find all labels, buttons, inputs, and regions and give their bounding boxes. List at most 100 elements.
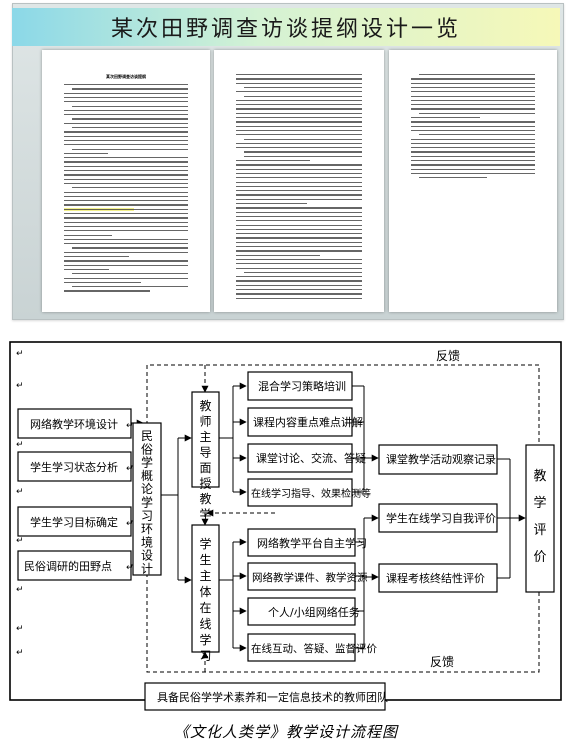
text-line (236, 108, 362, 110)
text-line (236, 117, 362, 119)
svg-text:课堂讨论、交流、答疑: 课堂讨论、交流、答疑 (256, 451, 366, 465)
teacher-led-label: 教师主导面授教学 (199, 398, 211, 522)
text-line (64, 114, 188, 116)
text-line (72, 127, 188, 129)
vertical-glyph: 学 (199, 536, 211, 551)
text-line (244, 271, 362, 274)
document-page-2 (214, 50, 384, 312)
text-line (64, 204, 188, 206)
text-line (64, 152, 109, 155)
vertical-glyph: 师 (199, 415, 211, 429)
text-line (244, 138, 362, 140)
input-box-2: 学生学习状态分析 (17, 451, 132, 482)
text-line (236, 246, 362, 248)
text-line (236, 267, 362, 269)
vertical-glyph: 境 (141, 534, 153, 549)
text-line (419, 112, 535, 114)
text-line (64, 178, 188, 180)
svg-text:↵: ↵ (16, 381, 24, 391)
text-line (64, 139, 188, 142)
vertical-glyph: 体 (199, 585, 211, 599)
evaluation-box-2: 学生在线学习自我评价 (378, 503, 498, 533)
text-line (72, 286, 188, 288)
text-line (411, 78, 535, 80)
text-line (236, 228, 362, 231)
text-line (236, 276, 362, 278)
vertical-glyph: 学 (199, 632, 211, 647)
text-line (236, 297, 362, 299)
text-line (236, 74, 362, 76)
text-line (236, 129, 362, 132)
vertical-glyph: 学 (141, 495, 153, 510)
svg-text:网络教学平台自主学习: 网络教学平台自主学习 (257, 536, 367, 550)
text-line (64, 238, 188, 241)
text-line (64, 243, 188, 245)
teacher-activity-3: 课堂讨论、交流、答疑 (247, 443, 366, 473)
text-line (64, 277, 188, 279)
vertical-glyph: 线 (199, 617, 211, 631)
teacher-activity-4: 在线学习指导、效果检测等 (247, 478, 371, 507)
student-led-label: 学生主体在线学习 (199, 536, 211, 663)
text-line (64, 101, 188, 103)
text-line (236, 134, 362, 136)
text-line (419, 177, 487, 179)
svg-text:学生学习目标确定: 学生学习目标确定 (30, 515, 118, 529)
text-line (64, 281, 142, 284)
teacher-led-box: 教师主导面授教学 (191, 391, 220, 522)
input-box-1: 网络教学环境设计 (17, 408, 132, 439)
evaluation-merge (497, 458, 526, 579)
vertical-glyph: 民 (141, 429, 153, 443)
text-line (64, 200, 188, 202)
vertical-glyph: 在 (199, 601, 211, 615)
teaching-design-flowchart: 反馈 反馈 网络教学环境设计 学生学习状态分析 学生学习目标确定 民俗调研的田野… (0, 330, 572, 722)
text-line (236, 82, 362, 84)
environment-design-label: 民俗学概论学习环境设计 (141, 429, 153, 576)
text-line (64, 264, 188, 266)
vertical-glyph: 俗 (141, 442, 153, 456)
text-line (411, 164, 535, 166)
text-line (72, 187, 188, 189)
text-line (64, 213, 188, 215)
svg-text:课程内容重点难点讲解: 课程内容重点难点讲解 (253, 415, 363, 429)
text-line (244, 86, 362, 89)
svg-text:↵: ↵ (126, 464, 134, 474)
text-line (64, 182, 188, 185)
document-page-title: 某次田野调查访谈提纲 (106, 74, 146, 79)
vertical-glyph: 设 (141, 549, 153, 563)
text-line (64, 84, 188, 86)
text-line (64, 144, 188, 146)
teacher-merge (352, 385, 379, 493)
text-line (72, 247, 188, 249)
text-line (72, 273, 188, 275)
text-line (411, 172, 535, 175)
vertical-glyph: 价 (533, 550, 546, 565)
vertical-glyph: 生 (199, 553, 211, 567)
text-line (236, 190, 362, 192)
text-line (72, 148, 188, 150)
feedback-label-top: 反馈 (436, 349, 460, 363)
text-line (411, 138, 535, 140)
text-line (236, 289, 362, 291)
text-line (236, 220, 362, 222)
text-line (64, 96, 188, 99)
text-line (411, 129, 535, 132)
text-line (244, 95, 362, 97)
student-activity-3: 个人/小组网络任务 (247, 597, 360, 626)
teacher-team-box: 具备民俗学学术素养和一定信息技术的教师团队 (144, 682, 388, 711)
text-line (64, 174, 188, 176)
text-line (236, 125, 362, 127)
vertical-glyph: 习 (141, 509, 153, 523)
vertical-glyph: 教 (199, 491, 211, 506)
text-line (236, 293, 362, 295)
text-line (411, 108, 535, 110)
banner-title: 某次田野调查访谈提纲设计一览 (110, 17, 461, 42)
text-line (64, 217, 188, 219)
text-line (411, 147, 535, 149)
svg-text:个人/小组网络任务: 个人/小组网络任务 (268, 605, 360, 619)
text-line (411, 142, 535, 145)
text-line (64, 122, 188, 124)
text-line (236, 250, 362, 252)
vertical-glyph: 授 (199, 476, 211, 491)
banner: 某次田野调查访谈提纲设计一览 (12, 8, 560, 46)
vertical-glyph: 面 (199, 461, 211, 475)
